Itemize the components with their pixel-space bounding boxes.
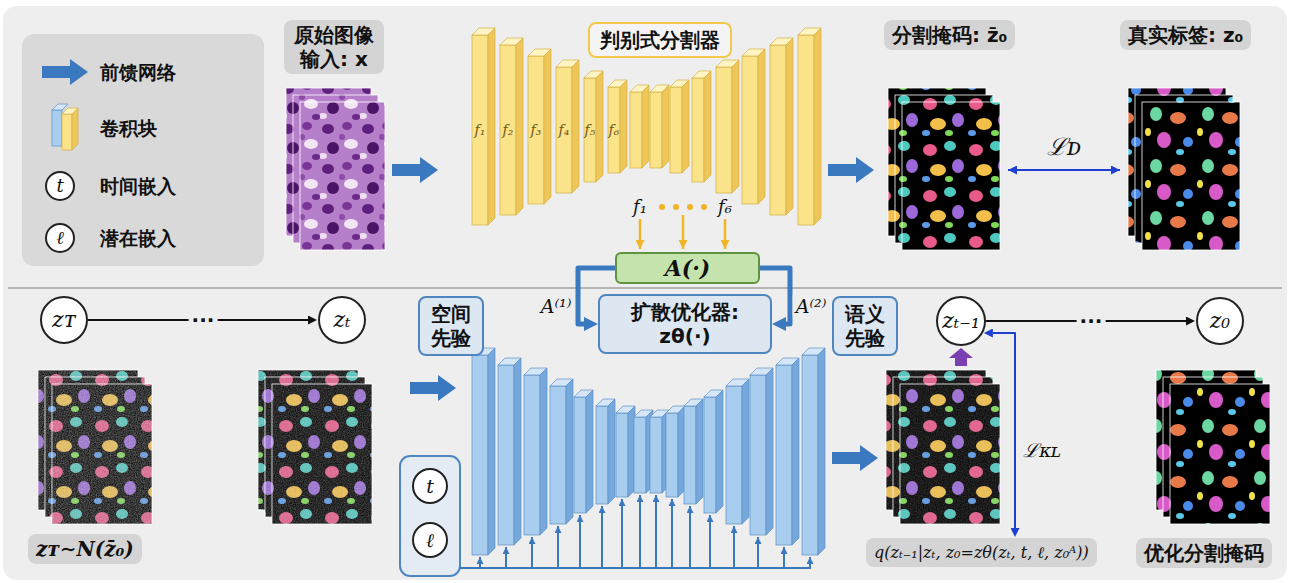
legend-text: 前馈网络 [100,61,176,84]
symbol-letter: ℓ [56,228,64,249]
embedding-circle: t [412,468,448,504]
embedding-circle: ℓ [412,522,448,558]
feature-label: f₄ [559,122,570,138]
node-text: zₜ [333,309,350,331]
edge-label: A⁽²⁾ [793,295,830,317]
node-text: zᴛ∼N(z̄₀) [36,537,134,561]
feature-label: f₁ [475,122,486,138]
legend-text: 时间嵌入 [100,175,176,198]
node-text: 分割掩码: z̄₀ [892,23,1007,47]
legend-text: 潜在嵌入 [100,227,176,250]
loss-label: ℒᴅ [1047,134,1081,162]
input-caption: 原始图像 输入: x [284,20,384,74]
node-text: 扩散优化器: zθ(·) [608,300,762,348]
node-text: t [426,477,434,496]
prior-box: 语义先验 [832,296,898,356]
feature-label: f₆ [609,122,620,138]
feature-label: f₃ [531,122,542,138]
feature-label: f₅ [585,122,596,138]
node-text: 原始图像 输入: x [292,23,376,71]
edge-label: ··· [189,308,218,332]
node-text: zᴛ [52,309,76,331]
node-text: q(zₜ₋₁|zₜ, z₀=zθ(zₜ, t, ℓ, z₀ᴬ)) [874,543,1089,562]
node-text: z₀ [1210,310,1230,332]
posterior-caption: q(zₜ₋₁|zₜ, z₀=zθ(zₜ, t, ℓ, z₀ᴬ)) [866,538,1097,567]
node-text: A(·) [665,256,711,280]
node-text: 语义先验 [842,302,888,350]
mask-caption: 分割掩码: z̄₀ [884,20,1015,50]
state-circle: zₜ [318,296,366,344]
edge-label: ··· [1077,309,1106,333]
symbol-letter: t [56,176,63,197]
label-caption: 真实标签: z₀ [1120,20,1251,50]
state-circle: z₀ [1196,297,1244,345]
legend-text: 卷积块 [100,117,157,140]
edge-label: ℒᴋʟ [1020,437,1064,463]
state-circle: zₜ₋₁ [936,296,986,346]
edge-label: A⁽¹⁾ [538,295,575,317]
prior-box: 空间先验 [418,296,484,356]
feature-label: f₁ [633,197,647,218]
noise-caption: zᴛ∼N(z̄₀) [28,534,142,564]
node-text: ℓ [426,531,434,550]
output-caption: 优化分割掩码 [1136,538,1272,568]
node-text: 优化分割掩码 [1144,541,1264,565]
connector [993,333,1015,528]
node-text: zₜ₋₁ [942,310,979,332]
node-text: 真实标签: z₀ [1128,23,1243,47]
aggregator-box: A(·) [615,252,760,284]
feature-label: f₂ [503,122,514,138]
state-circle: zᴛ [40,296,88,344]
feature-label: f₆ [718,197,732,218]
node-text: 判别式分割器 [600,28,720,52]
refiner-title: 扩散优化器: zθ(·) [598,294,772,354]
node-text: 空间先验 [428,302,474,350]
segmenter-title: 判别式分割器 [588,22,732,58]
